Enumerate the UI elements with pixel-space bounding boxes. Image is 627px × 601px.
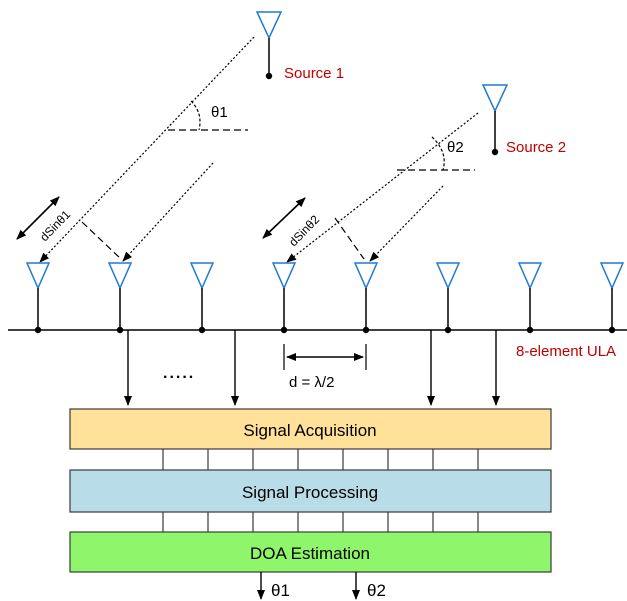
spacing-indicator — [283, 344, 367, 370]
antenna-icon — [25, 262, 51, 290]
antenna-icon — [353, 262, 379, 290]
ellipsis: ..... — [163, 365, 195, 382]
source-2-label: Source 2 — [506, 139, 566, 156]
output-theta1-label: θ1 — [271, 581, 290, 600]
array-element — [517, 262, 543, 334]
antenna-icon — [271, 262, 297, 290]
signal-acquisition-block: Signal Acquisition — [69, 408, 552, 450]
theta1-angle-label: θ1 — [211, 104, 228, 121]
signal-processing-block: Signal Processing — [69, 469, 552, 513]
source-2-antenna-icon — [481, 84, 509, 113]
doa-estimation-block: DOA Estimation — [69, 531, 552, 573]
signal-processing-label: Signal Processing — [242, 483, 378, 502]
source-1-rays — [39, 36, 255, 263]
dsin-theta2-label: dSinθ2 — [286, 212, 322, 249]
acq-to-proc-lines — [162, 449, 479, 470]
array-element — [25, 262, 51, 334]
array-element — [435, 262, 461, 334]
doa-estimation-label: DOA Estimation — [250, 544, 370, 563]
antenna-icon — [599, 262, 625, 290]
dsin-theta2-arrow — [262, 197, 306, 239]
array-element — [271, 262, 297, 334]
output-arrows — [257, 572, 360, 600]
array-element — [599, 262, 625, 334]
array-element — [189, 262, 215, 334]
dsin-theta1-arrow — [16, 196, 60, 240]
output-theta2-label: θ2 — [367, 581, 386, 600]
source-1-antenna-icon — [255, 11, 283, 40]
theta2-angle-label: θ2 — [447, 139, 464, 156]
spacing-label: d = λ/2 — [289, 374, 334, 391]
source-2-rays — [286, 112, 479, 263]
array-element — [107, 262, 133, 334]
antenna-icon — [107, 262, 133, 290]
antenna-icon — [189, 262, 215, 290]
array-label: 8-element ULA — [516, 343, 616, 360]
antenna-icon — [517, 262, 543, 290]
source-1-label: Source 1 — [284, 65, 344, 82]
proc-to-doa-lines — [162, 512, 479, 532]
signal-acquisition-label: Signal Acquisition — [243, 421, 376, 440]
feed-lines — [124, 330, 500, 406]
source-2: Source 2 — [481, 84, 566, 156]
source-1: Source 1 — [255, 11, 344, 82]
antenna-icon — [435, 262, 461, 290]
array-element — [353, 262, 379, 334]
